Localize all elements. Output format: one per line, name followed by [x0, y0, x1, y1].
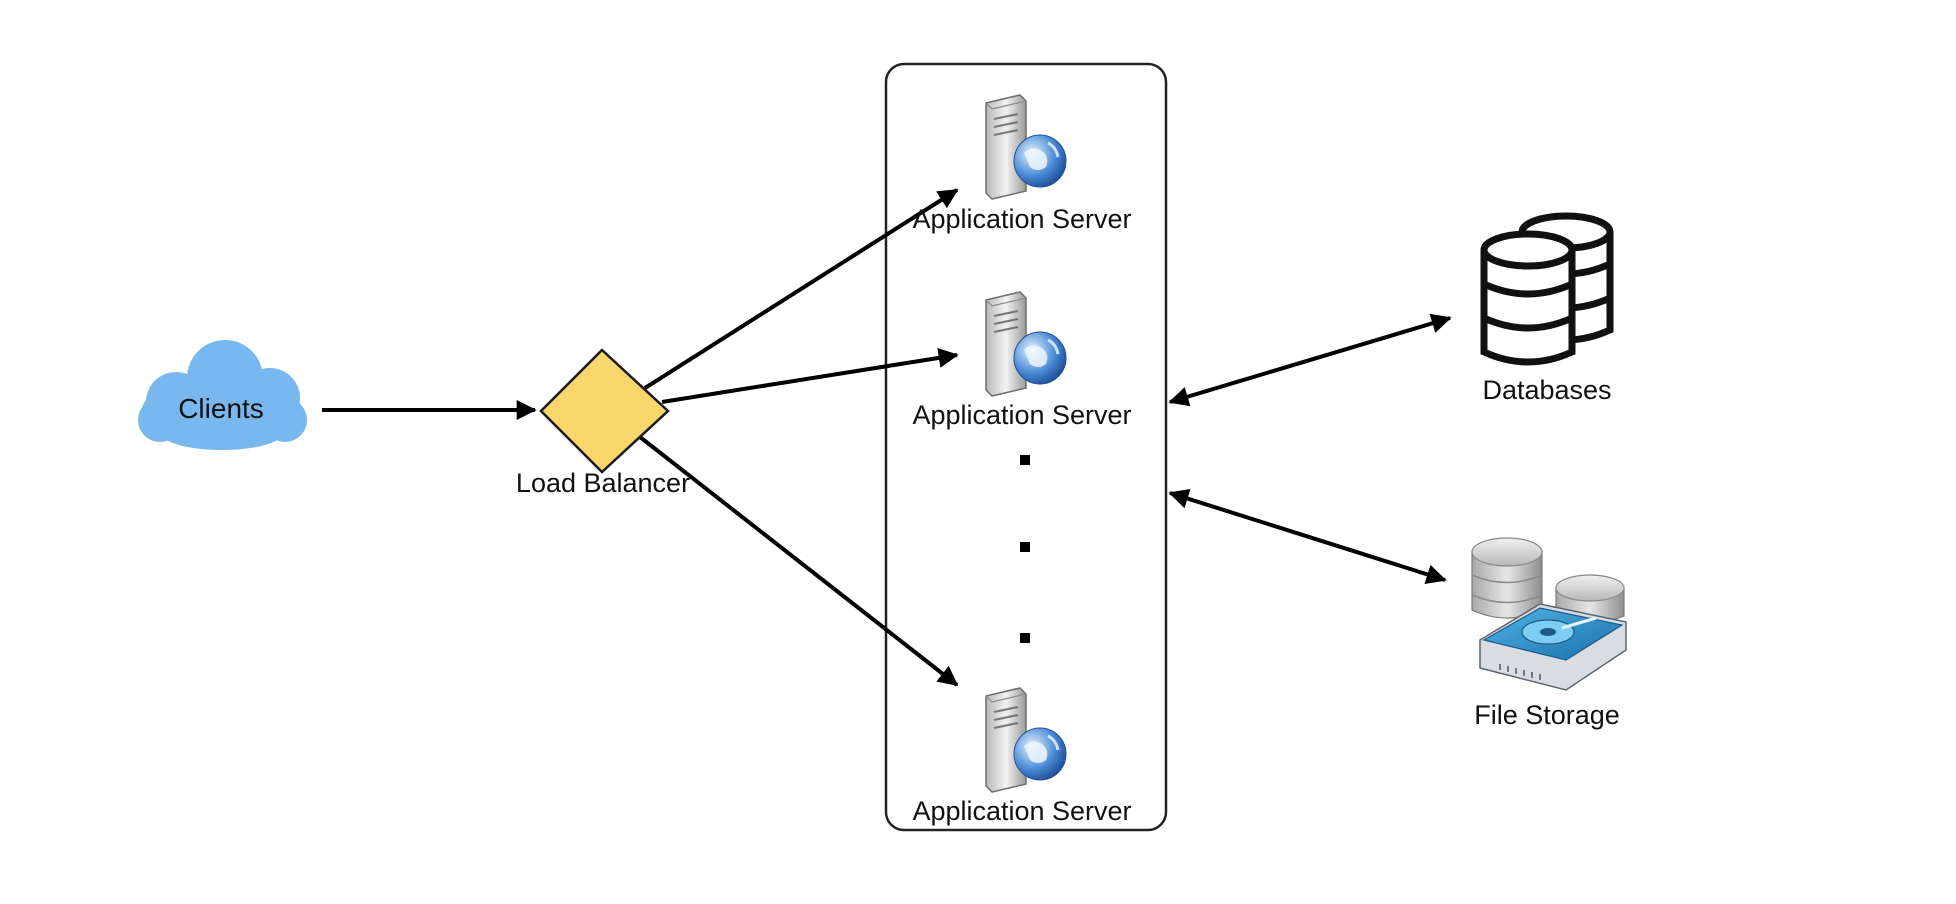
file-storage-label: File Storage — [1474, 700, 1620, 730]
web-server-icon — [985, 687, 1067, 793]
edge-apps-databases — [1168, 313, 1452, 407]
web-server-icon — [985, 291, 1067, 397]
app-server-label: Application Server — [912, 204, 1132, 234]
diamond-icon — [539, 348, 670, 474]
edge-lb-to-app-server-1 — [643, 188, 959, 390]
app-server-label: Application Server — [912, 400, 1132, 430]
load-balancer-label: Load Balancer — [515, 468, 691, 498]
ellipsis-dots — [1020, 455, 1030, 643]
clients-label: Clients — [178, 393, 264, 424]
edge-lb-to-app-server-3 — [638, 435, 959, 687]
file-storage-icon — [1471, 537, 1627, 691]
edge-apps-file-storage — [1168, 488, 1447, 585]
databases-label: Databases — [1482, 375, 1612, 405]
edges — [322, 188, 1452, 687]
cloud-icon — [138, 340, 307, 450]
web-server-icon — [985, 94, 1067, 200]
app-server-group — [884, 62, 1168, 832]
edge-lb-to-app-server-2 — [661, 348, 959, 404]
app-server-label: Application Server — [912, 796, 1132, 826]
database-stack-icon — [1480, 212, 1614, 366]
